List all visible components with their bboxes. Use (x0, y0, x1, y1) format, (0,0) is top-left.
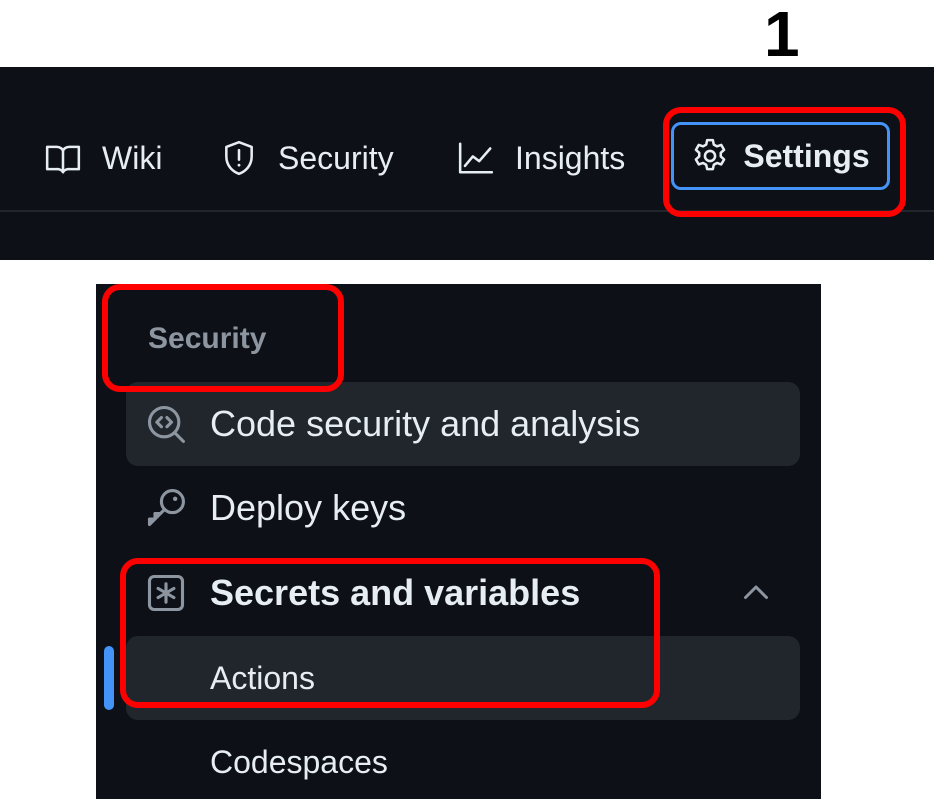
tab-settings[interactable]: Settings (671, 122, 890, 190)
tab-security[interactable]: Security (220, 128, 394, 188)
codescan-icon (147, 405, 185, 443)
sidebar-item-deploy-keys[interactable]: Deploy keys (126, 466, 800, 550)
shield-icon (225, 140, 253, 176)
tab-settings-label: Settings (743, 137, 870, 174)
highlight-secrets-actions (120, 558, 660, 708)
tab-security-label: Security (278, 139, 394, 176)
sidebar-subitem-codespaces[interactable]: Codespaces (126, 720, 800, 799)
sidebar-section-title: Security (148, 322, 267, 355)
sidebar-item-label: Deploy keys (210, 487, 407, 528)
step-number-1: 1 (764, 0, 800, 70)
asterisk-icon (147, 574, 185, 612)
chevron-up-icon[interactable] (738, 575, 774, 611)
sidebar-item-secrets-and-variables[interactable]: Secrets and variables (126, 551, 800, 635)
highlight-security-heading (102, 284, 344, 392)
settings-sidebar: Security Code security and analysis Depl… (96, 284, 821, 799)
nav-divider (0, 210, 934, 212)
tab-wiki[interactable]: Wiki (44, 128, 162, 188)
sidebar-item-code-security[interactable]: Code security and analysis (126, 382, 800, 466)
tab-insights[interactable]: Insights (457, 128, 625, 188)
key-icon (147, 489, 185, 527)
sidebar-subitem-label: Actions (210, 659, 315, 696)
book-icon (45, 145, 81, 174)
sidebar-item-label: Code security and analysis (210, 403, 641, 444)
active-indicator (104, 646, 114, 710)
gear-icon (695, 138, 726, 171)
highlight-settings (663, 107, 906, 217)
sidebar-item-label: Secrets and variables (210, 572, 581, 613)
repo-navigation-bar: Wiki Security Insights Settings (0, 67, 934, 260)
tab-wiki-label: Wiki (102, 139, 163, 176)
graph-icon (458, 142, 494, 174)
tab-insights-label: Insights (515, 139, 626, 176)
sidebar-subitem-label: Codespaces (210, 743, 388, 780)
